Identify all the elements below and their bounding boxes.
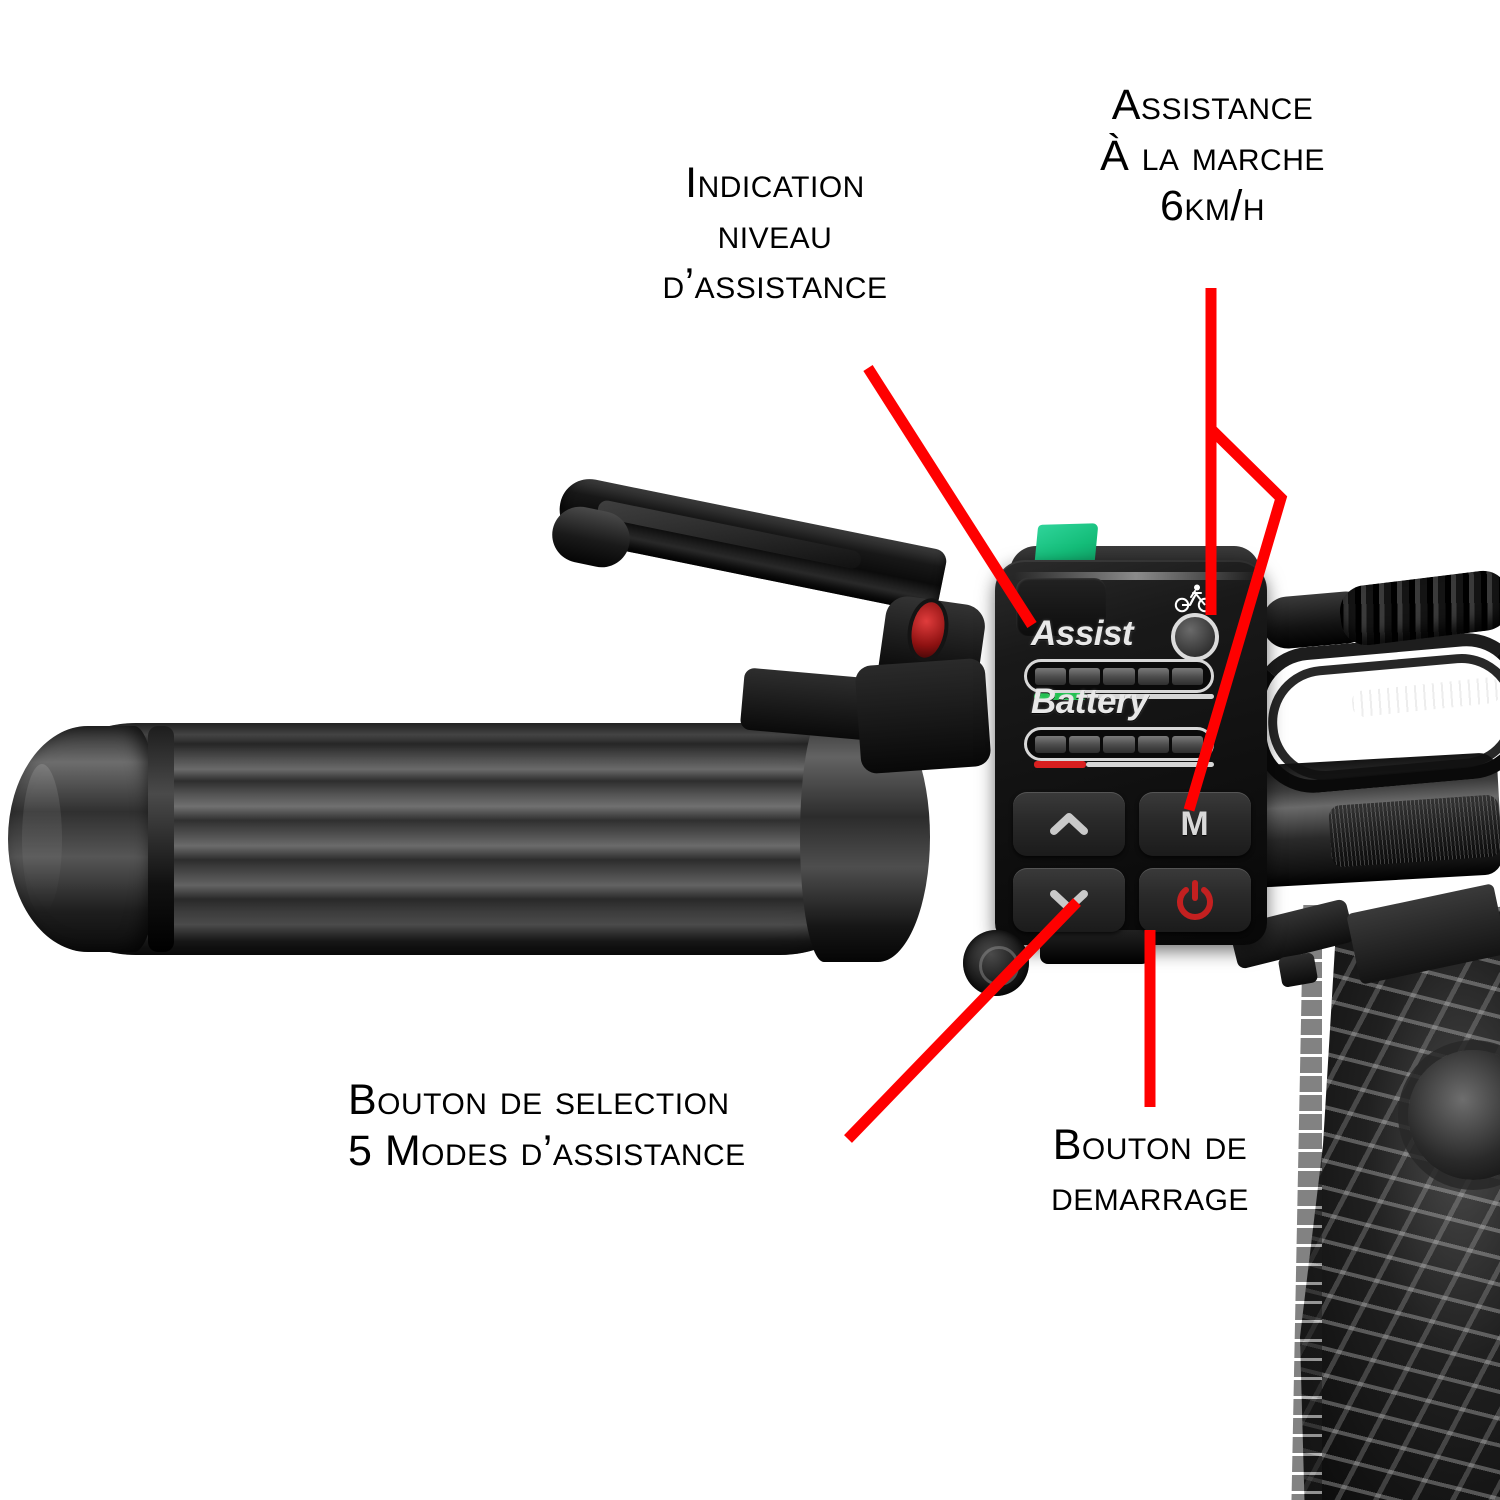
battery-segment [1171,735,1204,753]
control-unit-clamp [1040,930,1150,964]
assist-down-button[interactable] [1013,868,1125,932]
bicycle-walk-icon [1174,584,1213,613]
battery-active-underline [1034,761,1086,768]
assist-underline-rest [1086,694,1214,699]
control-keypad: M [1013,792,1253,932]
annotation-line: Bouton de [1052,1121,1248,1169]
clamp-screw [963,930,1029,996]
fork-bolt [1277,952,1319,988]
assist-segment [1137,667,1169,685]
annotation-line: À la marche [1100,131,1325,180]
assist-active-underline [1034,693,1086,700]
annotation-assistance-a-la-marche: Assistance À la marche 6km/h [1050,80,1375,232]
grip-collar [148,726,174,952]
annotation-indication-niveau-assistance: Indication niveau d’assistance [605,158,945,310]
battery-bar-pill [1024,727,1214,761]
annotation-line: demarrage [1051,1171,1249,1220]
annotation-line: niveau [717,209,833,258]
battery-level-indicator [1024,727,1214,768]
battery-segment [1103,735,1135,753]
chevron-up-icon [1050,813,1088,835]
assist-segment [1069,667,1101,685]
annotation-line: 5 Modes d’assistance [348,1126,746,1175]
chevron-down-icon [1050,890,1088,912]
battery-label: Battery [1031,682,1149,721]
power-icon [1177,880,1213,920]
control-unit-bevel [1014,572,1258,580]
walk-assist-button[interactable] [1171,613,1219,661]
mode-button-label: M [1180,804,1210,843]
assist-segment [1103,667,1135,685]
power-button[interactable] [1139,868,1251,932]
mode-button[interactable]: M [1139,792,1251,856]
front-tire [1300,905,1500,1500]
annotation-line: 6km/h [1159,182,1266,231]
assist-level-indicator [1024,659,1214,700]
assist-label: Assist [1031,614,1134,653]
annotation-bouton-de-demarrage: Bouton de demarrage [1000,1120,1300,1221]
annotation-line: Assistance [1111,81,1314,129]
battery-underline-rest [1086,762,1214,767]
annotation-line: d’assistance [662,260,888,309]
brake-lever-clamp [854,657,992,775]
assist-up-button[interactable] [1013,792,1125,856]
battery-segment [1069,735,1101,753]
handlebar-texture [1328,794,1500,868]
annotation-line: Indication [685,159,865,207]
assist-bar-pill [1024,659,1214,693]
annotation-line: Bouton de selection [348,1076,730,1124]
battery-segment [1137,735,1169,753]
assist-segment [1035,667,1067,685]
annotation-bouton-de-selection: Bouton de selection 5 Modes d’assistance [348,1075,858,1176]
assist-segment [1171,667,1204,685]
grip-end-cap [8,726,160,952]
battery-segment [1035,735,1067,753]
